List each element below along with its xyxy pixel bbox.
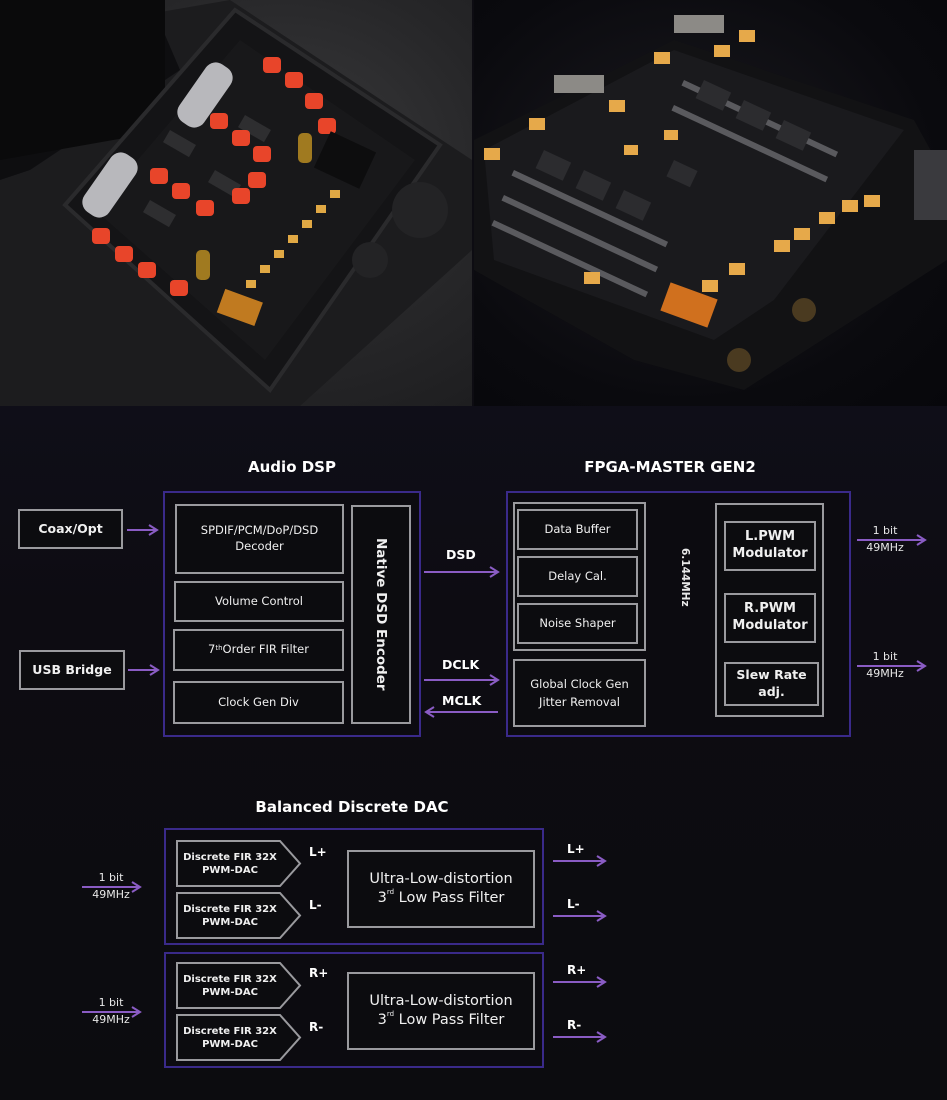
dclk-link-label: DCLK [442,657,480,672]
dac-board-illustration [474,15,947,390]
fpga-title: FPGA-MASTER GEN2 [584,458,756,476]
photo-player-pcb [0,0,472,406]
filter-order-suffix: rd [386,888,395,896]
low-pass-filter-right: Ultra-Low-distortion 3rd Low Pass Filter [347,972,535,1050]
pwm-dac-line1: Discrete FIR 32X [183,973,277,985]
filter-label: Low Pass Filter [394,890,505,906]
pwm-dac-line1: Discrete FIR 32X [183,851,277,863]
dac-left-input-freq: 49MHz [92,888,130,902]
global-clock-line2: Jitter Removal [539,695,620,709]
fpga-output-2-label: 1 bit 49MHz [860,648,910,682]
r-pwm-line2: Modulator [732,618,808,633]
filter-order: 3 [377,1012,387,1028]
output-2-bits: 1 bit [872,650,898,663]
slew-rate-block: Slew Rate adj. [724,662,819,706]
pwm-dac-line2: PWM-DAC [202,864,258,876]
pwm-dac-line2: PWM-DAC [202,916,258,928]
dac-left-input-bits: 1 bit [98,871,124,884]
output-r-minus: R- [567,1018,582,1032]
volume-control-block: Volume Control [174,581,344,622]
l-pwm-line1: L.PWM [744,529,796,545]
dac-right-input-freq: 49MHz [92,1013,130,1027]
audio-dsp-title: Audio DSP [248,458,336,476]
pwm-dac-line1: Discrete FIR 32X [183,903,277,915]
player-pcb-illustration [0,0,472,406]
filter-line2: 3rd Low Pass Filter [377,1010,505,1030]
l-pwm-modulator-block: L.PWM Modulator [724,521,816,571]
output-1-bits: 1 bit [872,524,898,537]
fir-order-suffix: th [215,644,223,653]
dac-r-minus-link: R- [309,1020,324,1034]
encoder-label: Native DSD Encoder [373,538,390,691]
fir-label: Order FIR Filter [222,642,309,657]
filter-label: Low Pass Filter [394,1012,505,1028]
clock-frequency-label: 6.144MHz [679,548,691,607]
global-clock-line1: Global Clock Gen [530,676,629,691]
filter-line1: Ultra-Low-distortion [369,993,513,1010]
r-pwm-modulator-block: R.PWM Modulator [724,593,816,643]
filter-order-suffix: rd [386,1010,395,1018]
noise-shaper-block: Noise Shaper [517,603,638,644]
decoder-line2: Decoder [235,539,284,553]
r-pwm-line1: R.PWM [744,601,796,617]
decoder-line1: SPDIF/PCM/DoP/DSD [200,523,319,538]
delay-cal-block: Delay Cal. [517,556,638,597]
pwm-dac-line2: PWM-DAC [202,1038,258,1050]
coax-opt-input: Coax/Opt [18,509,123,549]
filter-line1: Ultra-Low-distortion [369,871,513,888]
photo-dac-board [474,0,947,406]
filter-order: 3 [377,890,387,906]
dac-l-plus-link: L+ [309,845,327,859]
output-1-freq: 49MHz [866,541,904,555]
output-l-plus: L+ [567,842,585,856]
global-clock-block: Global Clock Gen Jitter Removal [513,659,646,727]
output-r-plus: R+ [567,963,587,977]
clock-gen-div-block: Clock Gen Div [173,681,344,724]
fir-order-number: 7 [208,642,216,657]
pwm-dac-line1: Discrete FIR 32X [183,1025,277,1037]
low-pass-filter-left: Ultra-Low-distortion 3rd Low Pass Filter [347,850,535,928]
decoder-block: SPDIF/PCM/DoP/DSD Decoder [175,504,344,574]
l-pwm-line2: Modulator [732,546,808,561]
data-buffer-block: Data Buffer [517,509,638,550]
output-l-minus: L- [567,897,580,911]
dac-left-input-label: 1 bit 49MHz [86,869,136,903]
dac-r-plus-link: R+ [309,966,329,980]
dac-right-input-bits: 1 bit [98,996,124,1009]
filter-line2: 3rd Low Pass Filter [377,888,505,908]
usb-bridge-input: USB Bridge [19,650,125,690]
fpga-output-1-label: 1 bit 49MHz [860,522,910,556]
pwm-dac-line2: PWM-DAC [202,986,258,998]
output-2-freq: 49MHz [866,667,904,681]
mclk-link-label: MCLK [442,693,482,708]
dsd-link-label: DSD [446,547,476,562]
dac-title: Balanced Discrete DAC [255,798,449,816]
dac-right-input-label: 1 bit 49MHz [86,994,136,1028]
dac-l-minus-link: L- [309,898,322,912]
native-dsd-encoder-block: Native DSD Encoder [351,505,411,724]
